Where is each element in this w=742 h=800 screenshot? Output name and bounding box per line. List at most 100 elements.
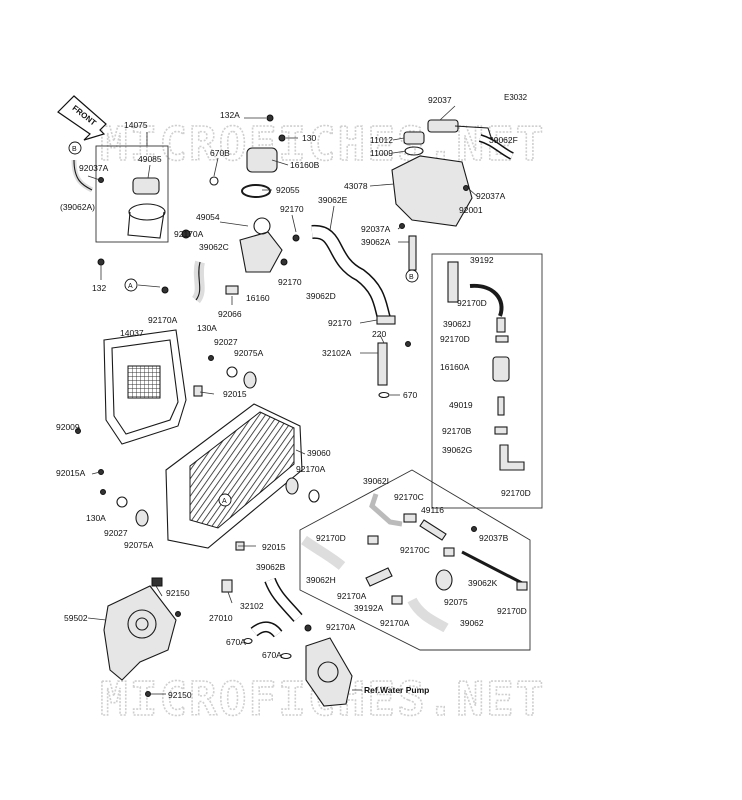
label-39062I: 39062I (363, 476, 389, 486)
label-39062H: 39062H (306, 575, 336, 585)
label-49116: 49116 (421, 505, 444, 515)
label-39062A-left: (39062A) (60, 202, 95, 212)
label-92055: 92055 (276, 185, 300, 195)
reservoir-tank (391, 119, 514, 271)
svg-text:B: B (72, 146, 77, 153)
svg-text:B: B (409, 274, 414, 281)
label-39060: 39060 (307, 448, 331, 458)
label-16160A: 16160A (440, 362, 470, 372)
label-39062F: 39062F (489, 135, 518, 145)
label-92075A-bot: 92075A (124, 540, 154, 550)
label-14075: 14075 (124, 120, 148, 130)
label-49054: 49054 (196, 212, 220, 222)
label-92170D-d: 92170D (316, 533, 346, 543)
label-39062K: 39062K (468, 578, 498, 588)
label-59502: 59502 (64, 613, 88, 623)
label-39192: 39192 (470, 255, 494, 265)
callout-b-right: B (405, 269, 419, 283)
label-92170A-f: 92170A (326, 622, 356, 632)
label-39062G: 39062G (442, 445, 472, 455)
label-92170A-c: 92170A (296, 464, 326, 474)
label-670A-b: 670A (262, 650, 282, 660)
label-92037A-mid: 92037A (361, 224, 391, 234)
svg-text:A: A (222, 498, 227, 505)
label-92170D-e: 92170D (497, 606, 527, 616)
label-11009: 11009 (370, 148, 393, 158)
label-92027-top: 92027 (214, 337, 238, 347)
label-92170D-a: 92170D (457, 298, 487, 308)
tube-32102A (377, 341, 411, 399)
upper-hose (311, 225, 396, 325)
label-92170D-c: 92170D (501, 488, 531, 498)
label-92170B: 92170B (442, 426, 472, 436)
group-box-right (431, 253, 543, 509)
svg-text:A: A (128, 283, 133, 290)
label-92170-c: 92170 (328, 318, 352, 328)
label-92075A-top: 92075A (234, 348, 264, 358)
label-92037B: 92037B (479, 533, 509, 543)
bypass-assembly (71, 145, 191, 294)
label-92170A-e: 92170A (380, 618, 410, 628)
label-92170A-b: 92170A (148, 315, 178, 325)
water-pump-assembly (103, 577, 181, 697)
label-39062J: 39062J (443, 319, 471, 329)
label-49085: 49085 (138, 154, 162, 164)
label-11012: 11012 (370, 135, 393, 145)
label-92170-b: 92170 (278, 277, 302, 287)
label-92150-a: 92150 (166, 588, 190, 598)
label-14037: 14037 (120, 328, 144, 338)
label-39062B: 39062B (256, 562, 286, 572)
label-92170C-b: 92170C (400, 545, 430, 555)
label-92037: 92037 (428, 95, 452, 105)
label-92170D-b: 92170D (440, 334, 470, 344)
label-92015A: 92015A (56, 468, 86, 478)
label-39062D: 39062D (306, 291, 336, 301)
label-130A-top: 130A (197, 323, 217, 333)
label-27010: 27010 (209, 613, 233, 623)
label-92009: 92009 (56, 422, 80, 432)
label-670B: 670B (210, 148, 230, 158)
label-92150-b: 92150 (168, 690, 192, 700)
lower-group-parts (301, 493, 528, 633)
label-92170A-a: 92170A (174, 229, 204, 239)
label-39062-bot: 39062 (460, 618, 484, 628)
label-39062A-mid: 39062A (361, 237, 391, 247)
label-132-left: 132 (92, 283, 106, 293)
label-92027-bot: 92027 (104, 528, 128, 538)
callout-a-left: A (124, 278, 138, 292)
callout-b-left: B (68, 141, 82, 155)
label-92037A-right: 92037A (476, 191, 506, 201)
label-132A: 132A (220, 110, 240, 120)
label-39062E: 39062E (318, 195, 348, 205)
label-92075: 92075 (444, 597, 468, 607)
label-92037A-top: 92037A (79, 163, 109, 173)
water-pump-cover (305, 637, 353, 707)
lower-hose-and-sensor (221, 577, 312, 660)
label-16160B: 16160B (290, 160, 320, 170)
leader-lines (78, 105, 479, 695)
label-32102: 32102 (240, 601, 264, 611)
label-16160: 16160 (246, 293, 270, 303)
right-group-parts (447, 261, 525, 471)
label-32102A: 32102A (322, 348, 352, 358)
label-92066: 92066 (218, 309, 242, 319)
label-92015-top: 92015 (223, 389, 247, 399)
label-670A-a: 670A (226, 637, 246, 647)
radiator (100, 355, 320, 551)
group-box-14075 (95, 145, 169, 243)
label-92015-bot: 92015 (262, 542, 286, 552)
callout-a-radiator: A (218, 493, 232, 507)
watermark-top: MICROFICHES.NET (100, 117, 545, 171)
label-130: 130 (302, 133, 316, 143)
group-box-lower (299, 469, 531, 651)
label-92170-a: 92170 (280, 204, 304, 214)
label-39062C: 39062C (199, 242, 229, 252)
label-92170A-d: 92170A (337, 591, 367, 601)
diagram-code: E3032 (504, 93, 528, 102)
label-220: 220 (372, 329, 386, 339)
label-670: 670 (403, 390, 417, 400)
label-39192A: 39192A (354, 603, 384, 613)
fan-shroud (75, 329, 187, 475)
front-arrow-icon: FRONT (57, 95, 107, 141)
